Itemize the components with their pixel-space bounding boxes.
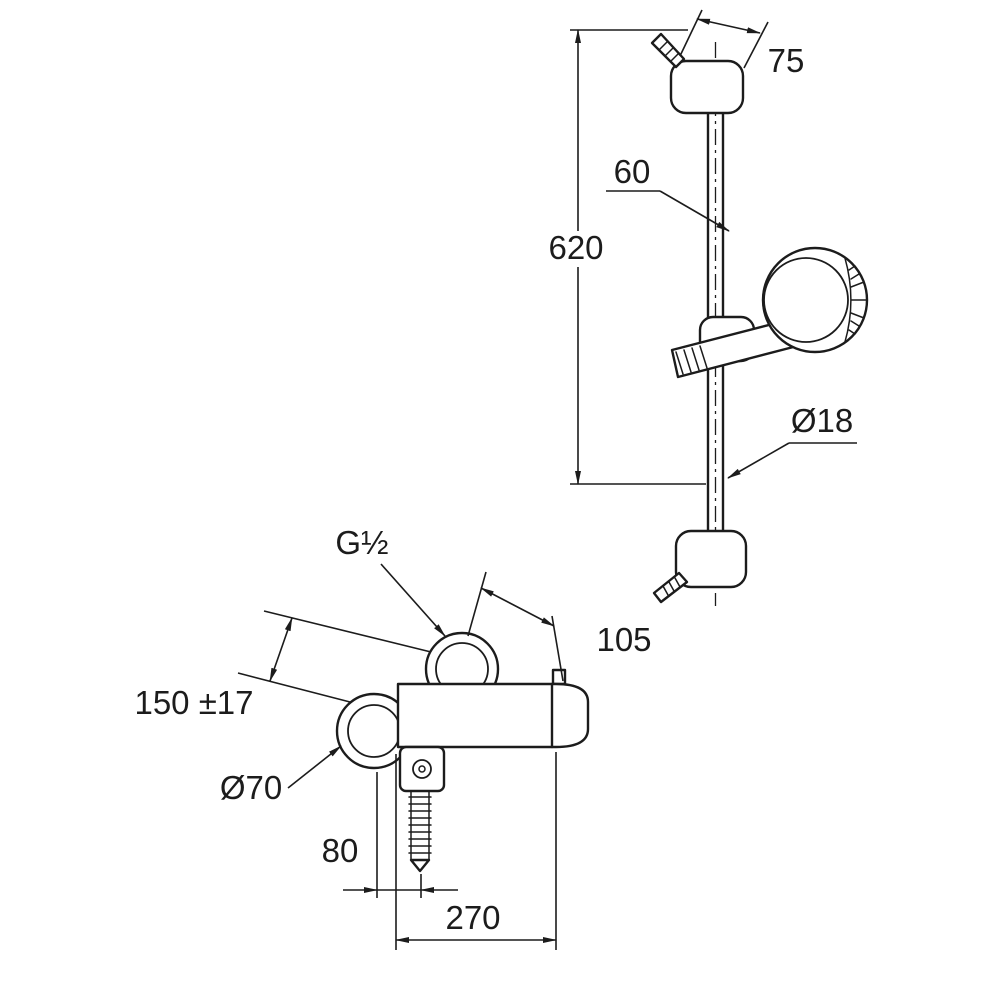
outlet-screw-face	[412, 759, 432, 779]
bottom-bracket	[674, 529, 748, 589]
dim-bar-diameter: Ø18	[727, 402, 857, 479]
outlet-screw-center	[418, 765, 426, 773]
dim-60-leader	[659, 190, 730, 232]
dim-105-ext-right	[551, 615, 564, 682]
dim-105: 105	[467, 571, 652, 682]
dim-g12-label: G½	[335, 524, 388, 561]
dim-d18-label: Ø18	[791, 402, 853, 439]
dim-150-label: 150 ±17	[134, 684, 253, 721]
dim-75: 75	[679, 9, 805, 79]
top-screw-hatch	[658, 41, 680, 62]
dim-75-ext-right	[743, 21, 769, 69]
dim-75-label: 75	[768, 42, 805, 79]
dim-d70-leader	[287, 745, 342, 789]
dim-270: 270	[395, 752, 557, 950]
dim-rosette-diameter: Ø70	[220, 745, 342, 806]
dim-105-ext-left	[467, 571, 487, 637]
dim-150: 150 ±17	[134, 610, 432, 721]
spray-face-hatch	[848, 265, 867, 335]
dim-60: 60	[606, 153, 730, 232]
nipple-thread-hatch	[408, 796, 432, 854]
dim-150-ext-lower	[237, 672, 351, 703]
dim-620-label: 620	[548, 229, 603, 266]
dim-75-line	[696, 18, 761, 34]
handle-thread-hatch	[675, 345, 708, 375]
mixer-body	[396, 682, 590, 749]
dim-60-label: 60	[614, 153, 651, 190]
dim-80-label: 80	[322, 832, 359, 869]
mixer-top-pin	[551, 668, 567, 686]
dim-105-label: 105	[596, 621, 651, 658]
shower-head-inner	[763, 257, 849, 343]
wall-bar-assembly	[650, 32, 869, 606]
mixer-assembly	[335, 631, 590, 873]
dim-75-ext-left	[679, 9, 703, 57]
dim-270-label: 270	[445, 899, 500, 936]
dim-g12-leader	[380, 563, 446, 637]
bottom-bracket-screw	[652, 571, 689, 604]
bottom-screw-hatch	[662, 577, 681, 596]
dim-620: 620	[548, 29, 706, 485]
lower-rosette-inner	[347, 704, 401, 758]
top-bracket-screw	[650, 32, 686, 69]
dim-105-line	[480, 587, 555, 627]
dim-d70-label: Ø70	[220, 769, 282, 806]
nipple-tip	[409, 858, 431, 873]
dim-d18-leader	[727, 442, 790, 479]
dim-thread: G½	[335, 524, 446, 637]
dim-150-ext-upper	[263, 610, 432, 653]
dim-150-line	[269, 617, 293, 682]
dim-80: 80	[322, 772, 458, 898]
top-bracket	[669, 59, 745, 115]
